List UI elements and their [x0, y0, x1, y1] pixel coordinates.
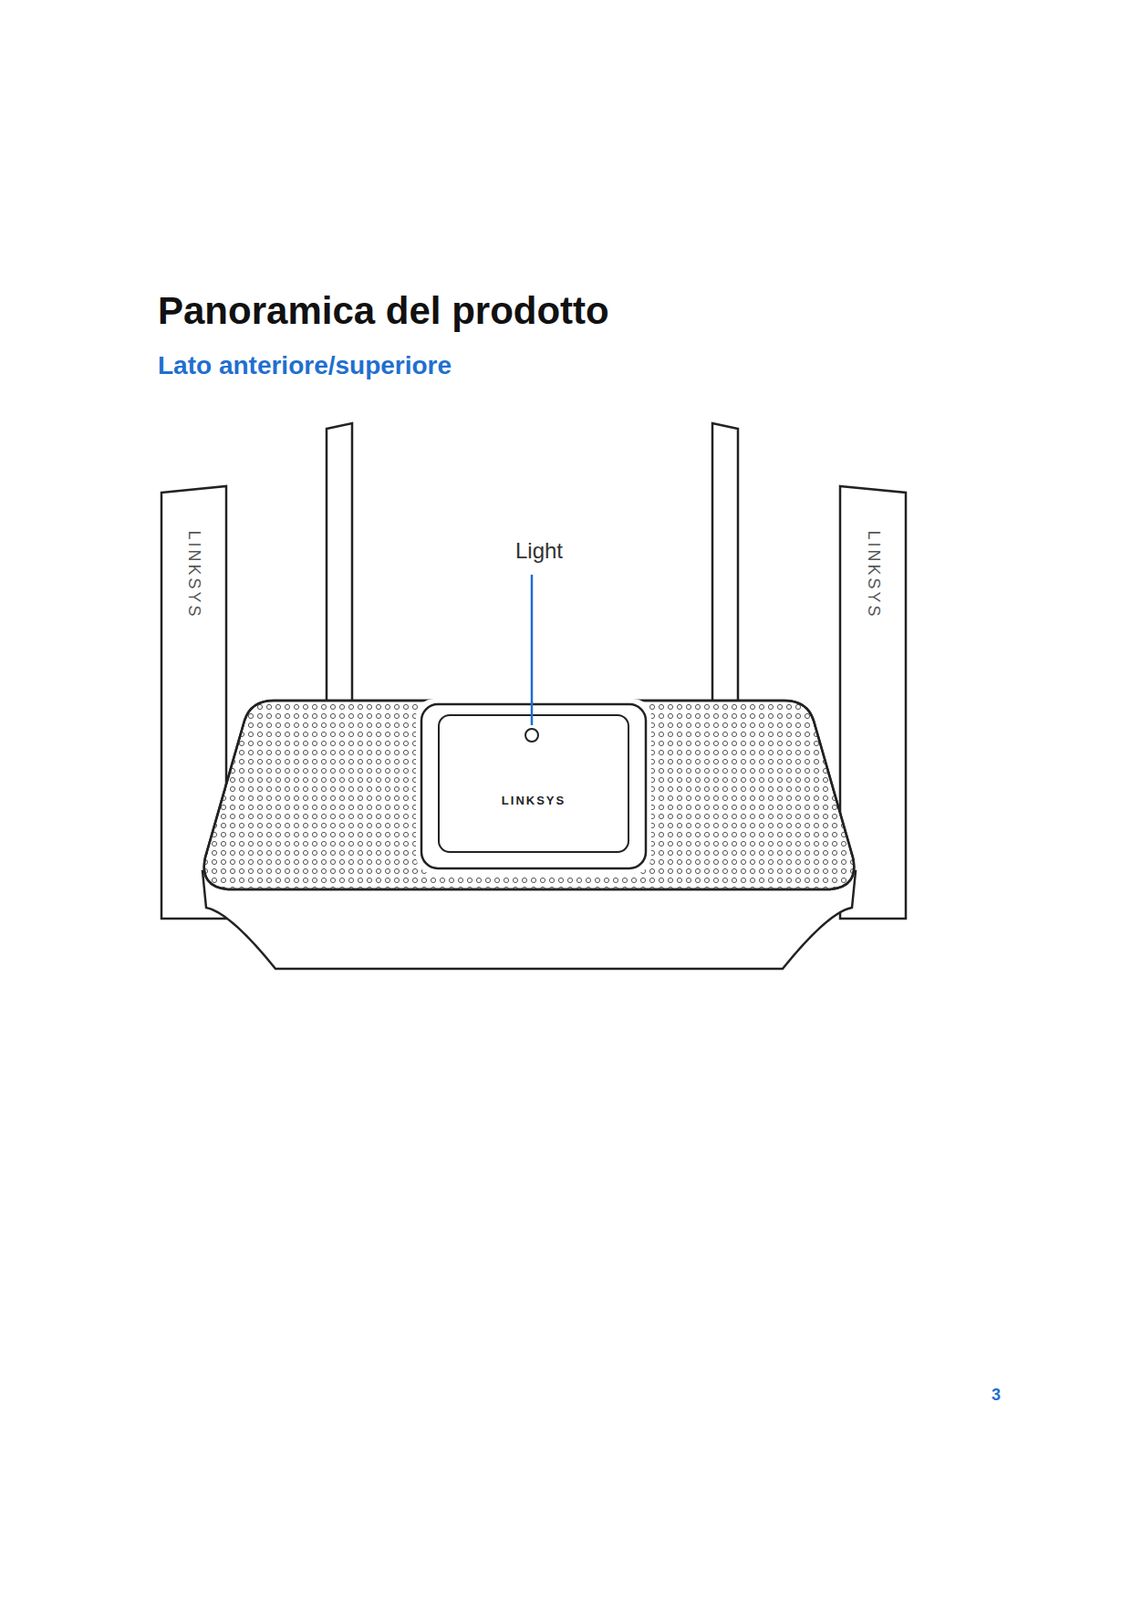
status-light	[525, 728, 539, 742]
top-panel	[415, 698, 652, 874]
antenna	[161, 423, 906, 919]
router-body	[182, 693, 876, 969]
page-title: Panoramica del prodotto	[157, 290, 610, 333]
section-heading: Lato anteriore/superiore	[157, 352, 452, 381]
antenna-logo: LINKSYS	[863, 529, 883, 619]
leader-line	[530, 574, 534, 726]
panel-logo: LINKSYS	[501, 794, 566, 808]
page-number: 3	[991, 1386, 1001, 1405]
antenna-logo: LINKSYS	[184, 529, 203, 619]
part-label: Light	[515, 539, 563, 563]
